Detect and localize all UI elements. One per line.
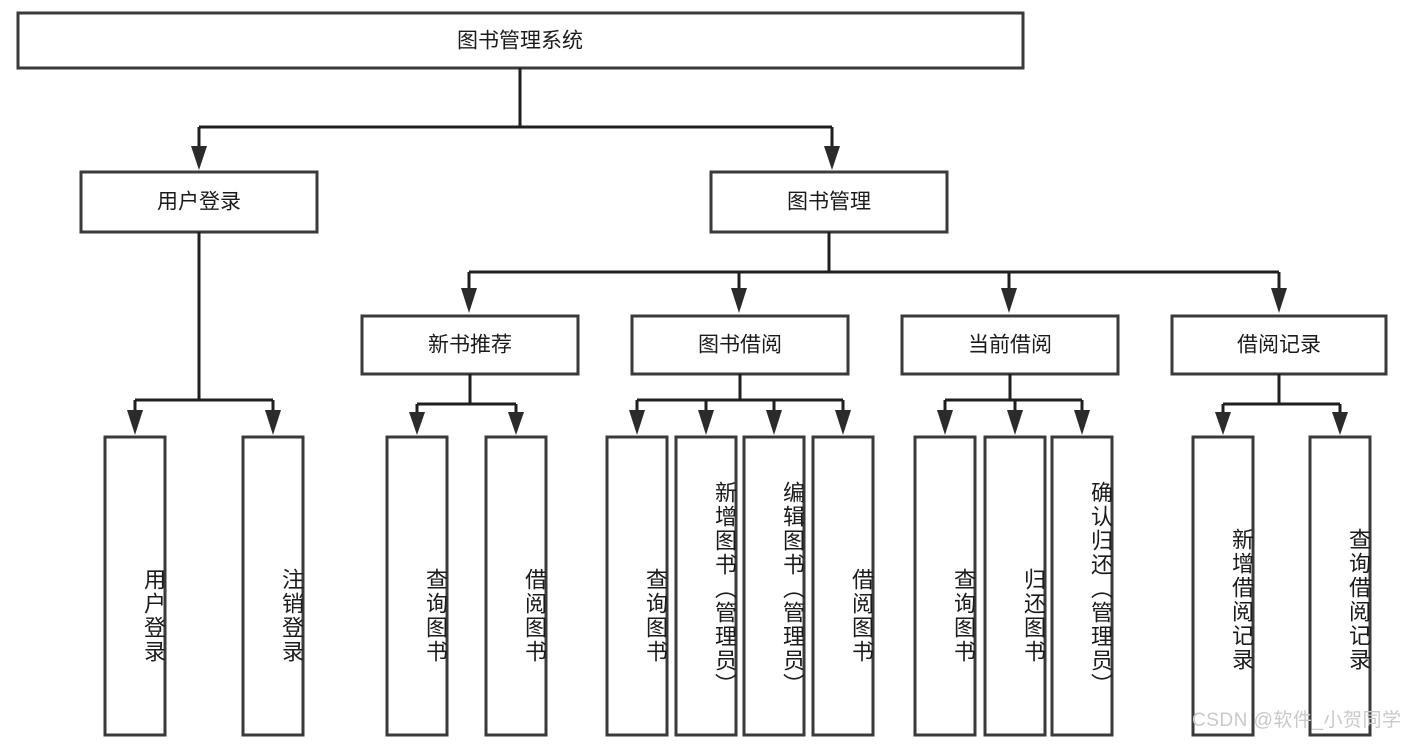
leaf-label-query-book-3: 查询图书 bbox=[951, 568, 976, 664]
leaf-label-user-login: 用户登录 bbox=[141, 568, 166, 664]
arrow-head-icon bbox=[629, 410, 645, 435]
node-book-borrow[interactable]: 图书借阅 bbox=[630, 314, 850, 376]
arrow-head-icon bbox=[1332, 412, 1348, 435]
leaf-label-query-book-1: 查询图书 bbox=[423, 568, 448, 664]
leaf-label-confirm-return-admin: 确认归还（管理员） bbox=[1088, 481, 1113, 697]
leaf-label-add-book-admin: 新增图书（管理员） bbox=[712, 481, 737, 697]
node-root[interactable]: 图书管理系统 bbox=[16, 11, 1025, 70]
leaf-box-query-book-2[interactable] bbox=[605, 435, 669, 737]
leaf-label-add-borrow-record: 新增借阅记录 bbox=[1229, 527, 1254, 672]
arrow-head-icon bbox=[835, 410, 851, 435]
leaf-box-query-borrow-record[interactable] bbox=[1308, 435, 1372, 737]
arrow-head-icon bbox=[127, 410, 143, 435]
connector-current-borrow-to-leaves bbox=[937, 374, 1090, 435]
leaf-box-confirm-return-admin[interactable] bbox=[1050, 435, 1114, 737]
leaf-label-edit-book-admin: 编辑图书（管理员） bbox=[780, 481, 805, 697]
node-borrow-record-box[interactable] bbox=[1170, 314, 1388, 376]
node-root-box[interactable] bbox=[16, 11, 1025, 70]
node-new-book-recommend[interactable]: 新书推荐 bbox=[360, 314, 580, 376]
node-borrow-record[interactable]: 借阅记录 bbox=[1170, 314, 1388, 376]
leaf-label-query-book-2: 查询图书 bbox=[643, 568, 668, 664]
node-user-login-box[interactable] bbox=[79, 170, 319, 234]
arrow-head-icon bbox=[1001, 288, 1017, 313]
arrow-head-icon bbox=[1215, 412, 1231, 435]
arrow-head-icon bbox=[1007, 410, 1023, 435]
connector-user-login-to-leaves bbox=[127, 232, 281, 435]
node-current-borrow-label: 当前借阅 bbox=[968, 334, 1052, 357]
arrow-head-icon bbox=[824, 146, 840, 170]
arrow-head-icon bbox=[731, 288, 747, 313]
arrow-head-icon bbox=[1271, 288, 1287, 313]
arrow-head-icon bbox=[508, 412, 524, 435]
arrow-head-icon bbox=[766, 410, 782, 435]
arrow-head-icon bbox=[191, 146, 207, 170]
leaf-box-borrow-book-2[interactable] bbox=[811, 435, 875, 737]
arrow-head-icon bbox=[409, 412, 425, 435]
connector-new-book-recommend-to-leaves bbox=[409, 374, 524, 435]
node-book-management-box[interactable] bbox=[709, 170, 949, 234]
arrow-head-icon bbox=[698, 410, 714, 435]
arrow-head-icon bbox=[1074, 410, 1090, 435]
leaf-boxes bbox=[103, 435, 1372, 737]
leaf-box-query-book-1[interactable] bbox=[385, 435, 449, 737]
node-user-login-label: 用户登录 bbox=[157, 191, 241, 214]
leaf-box-logout[interactable] bbox=[241, 435, 305, 737]
node-book-borrow-label: 图书借阅 bbox=[698, 334, 782, 357]
node-new-book-recommend-label: 新书推荐 bbox=[428, 334, 512, 357]
arrow-head-icon bbox=[937, 410, 953, 435]
connector-book-borrow-to-leaves bbox=[629, 374, 851, 435]
leaf-label-borrow-book-2: 借阅图书 bbox=[849, 568, 874, 664]
arrow-head-icon bbox=[461, 288, 477, 313]
node-new-book-recommend-box[interactable] bbox=[360, 314, 580, 376]
node-current-borrow[interactable]: 当前借阅 bbox=[900, 314, 1120, 376]
connector-borrow-record-to-leaves bbox=[1215, 374, 1348, 435]
leaf-box-edit-book-admin[interactable] bbox=[742, 435, 806, 737]
arrow-head-icon bbox=[265, 410, 281, 435]
node-root-label: 图书管理系统 bbox=[457, 30, 583, 53]
leaf-label-logout: 注销登录 bbox=[279, 568, 304, 664]
leaf-label-borrow-book-1: 借阅图书 bbox=[522, 568, 547, 664]
leaf-box-add-book-admin[interactable] bbox=[674, 435, 738, 737]
node-book-borrow-box[interactable] bbox=[630, 314, 850, 376]
csdn-watermark: CSDN @软件_小贺同学 bbox=[1192, 710, 1402, 731]
leaf-box-query-book-3[interactable] bbox=[913, 435, 977, 737]
leaf-box-user-login[interactable] bbox=[103, 435, 167, 737]
leaf-label-return-book: 归还图书 bbox=[1021, 568, 1046, 664]
node-book-management[interactable]: 图书管理 bbox=[709, 170, 949, 234]
node-borrow-record-label: 借阅记录 bbox=[1237, 334, 1321, 357]
leaf-label-query-borrow-record: 查询借阅记录 bbox=[1346, 527, 1371, 672]
connector-root-to-level1 bbox=[191, 68, 840, 170]
node-user-login[interactable]: 用户登录 bbox=[79, 170, 319, 234]
node-book-management-label: 图书管理 bbox=[787, 191, 871, 214]
connector-book-management-to-level2 bbox=[461, 232, 1287, 313]
leaf-box-return-book[interactable] bbox=[983, 435, 1047, 737]
leaf-box-add-borrow-record[interactable] bbox=[1191, 435, 1255, 737]
leaf-box-borrow-book-1[interactable] bbox=[484, 435, 548, 737]
